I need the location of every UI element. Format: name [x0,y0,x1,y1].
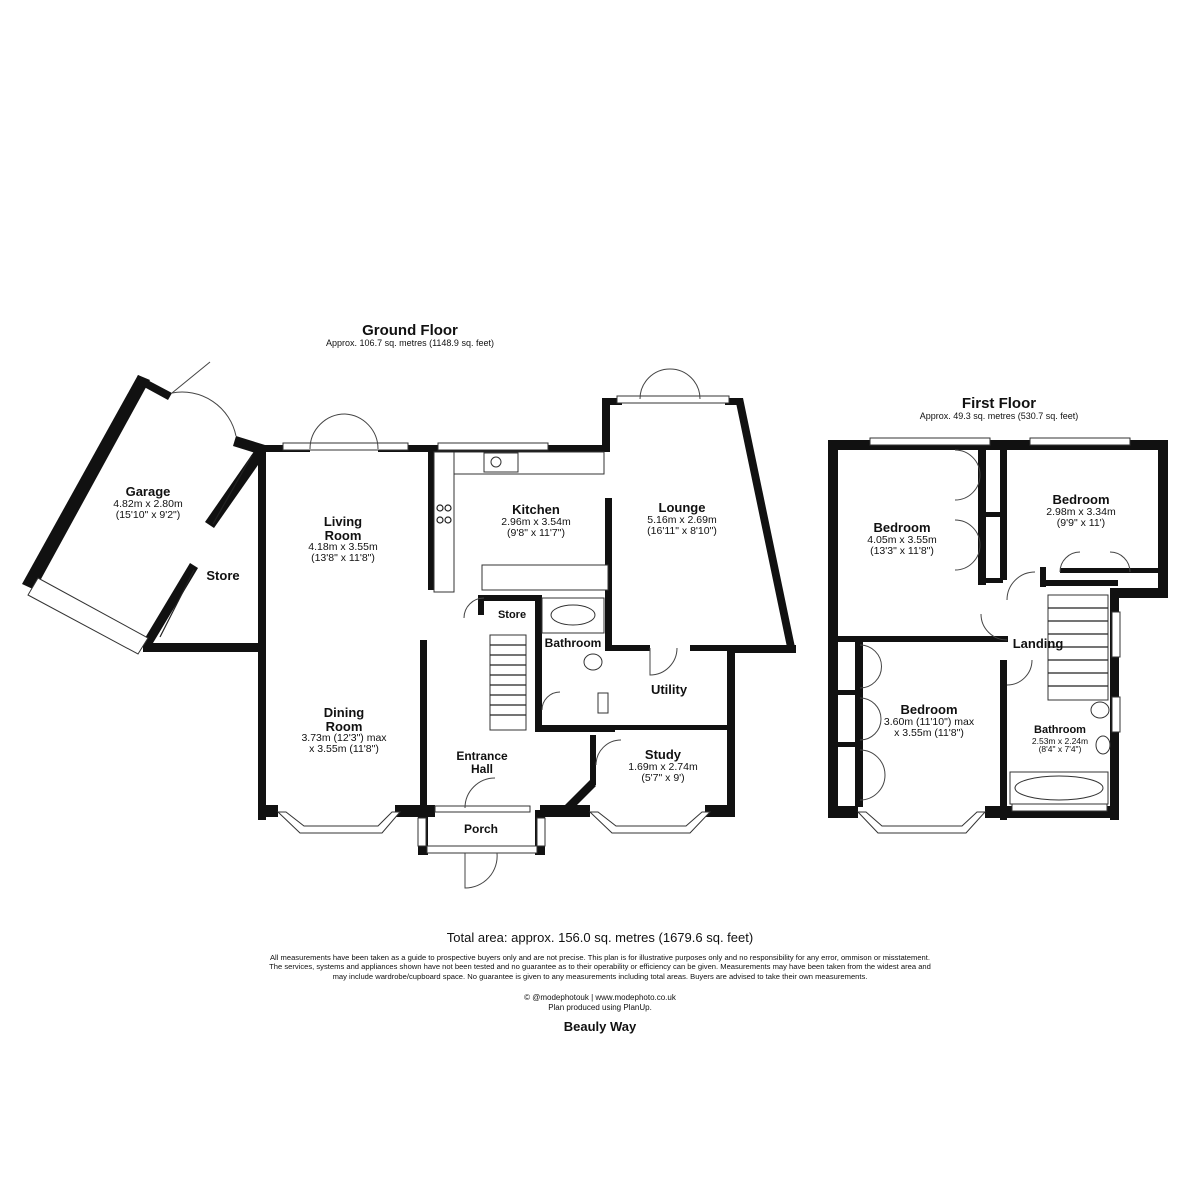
disclaimer-line-1: All measurements have been taken as a gu… [269,953,930,962]
ground-floor-area: Approx. 106.7 sq. metres (1148.9 sq. fee… [326,337,494,348]
room-dimension: 2.98m x 3.34m [1046,505,1116,518]
room-label-garage-store: Store [206,569,239,583]
porch-walls [417,777,546,889]
room-label-porch: Porch [464,823,498,836]
room-label-living-room: Living Room 4.18m x 3.55m (13'8" x 11'8"… [308,515,377,564]
room-dimension-imperial: (16'11" x 8'10") [647,524,717,537]
room-label-kitchen: Kitchen 2.96m x 3.54m (9'8" x 11'7") [501,503,570,539]
credit-line-2: Plan produced using PlanUp. [548,1003,652,1013]
room-dimension: 2.53m x 2.24m [1031,735,1089,746]
room-label-dining-room: Dining Room 3.73m (12'3") max x 3.55m (1… [301,706,386,755]
ground-floor-heading: Ground Floor [362,322,458,339]
ground-fixtures [433,451,678,766]
first-floor-title: First Floor Approx. 49.3 sq. metres (530… [920,396,1079,421]
first-floor-plan [828,437,1168,834]
room-label-landing: Landing [1013,637,1064,651]
room-label-ground-bathroom: Bathroom [545,637,602,650]
room-label-bedroom-2: Bedroom 2.98m x 3.34m (9'9" x 11') [1046,493,1115,529]
room-label-bedroom-1: Bedroom 4.05m x 3.55m (13'3" x 11'8") [867,521,936,557]
room-dimension: 3.73m (12'3") max [301,732,387,745]
room-name: Porch [463,822,499,836]
first-floor-area: Approx. 49.3 sq. metres (530.7 sq. feet) [919,410,1079,421]
room-name: Dining [323,705,365,720]
room-dimension: 4.82m x 2.80m [113,497,183,510]
room-dimension: 2.96m x 3.54m [501,515,571,528]
room-label-utility: Utility [651,683,687,697]
room-dimension: 3.60m (11'10") max [883,715,975,728]
room-dimension: 1.69m x 2.74m [628,760,698,773]
ground-floor-plan [22,361,796,889]
first-internal-walls [828,445,1160,820]
room-dimension-imperial: (9'8" x 11'7") [507,526,565,539]
room-dimension-imperial: (13'3" x 11'8") [870,544,934,557]
room-name: Entrance [456,749,508,763]
room-name-line2: Room [325,718,363,734]
room-name: Kitchen [512,502,560,517]
room-name: Landing [1012,636,1064,651]
room-name: Bedroom [873,520,931,535]
room-name: Study [644,747,682,762]
credit: © @modephotouk | www.modephoto.co.uk Pla… [0,993,1200,1014]
room-label-entrance-hall: Entrance Hall [456,750,507,775]
disclaimer-line-2: The services, systems and appliances sho… [269,962,931,972]
room-dimension-imperial: (8'4" x 7'4") [1038,744,1082,755]
ground-bay-windows [276,811,712,834]
room-dimension: 4.18m x 3.55m [308,541,378,554]
room-dimension-imperial: x 3.55m (11'8") [894,726,964,739]
total-area: Total area: approx. 156.0 sq. metres (16… [446,930,754,945]
first-fixtures [859,449,1131,805]
room-dimension-imperial: (13'8" x 11'8") [311,552,375,565]
room-name: Living [323,514,363,529]
first-floor-heading: First Floor [961,395,1037,412]
disclaimer-line-3: may include wardrobe/cupboard space. No … [332,971,868,981]
room-name: Lounge [658,500,706,515]
room-name: Utility [650,682,688,697]
room-label-lounge: Lounge 5.16m x 2.69m (16'11" x 8'10") [647,501,717,537]
room-name: Garage [125,484,171,499]
disclaimer: All measurements have been taken as a gu… [210,953,990,981]
room-name-line2: Hall [470,761,494,776]
room-label-garage: Garage 4.82m x 2.80m (15'10" x 9'2") [113,485,182,521]
room-name-line2: Room [324,527,362,543]
room-dimension-imperial: (15'10" x 9'2") [115,508,181,521]
room-name: Bathroom [1034,724,1086,736]
room-dimension: 5.16m x 2.69m [647,513,717,526]
room-name: Store [206,568,240,583]
room-name: Bedroom [1052,492,1110,507]
room-name: Store [497,609,527,621]
room-label-first-bathroom: Bathroom 2.53m x 2.24m (8'4" x 7'4") [1031,724,1089,755]
first-outer-walls [828,437,1168,834]
room-dimension-imperial: (5'7" x 9') [641,771,685,784]
room-dimension-imperial: x 3.55m (11'8") [309,743,379,756]
room-dimension: 4.05m x 3.55m [867,533,937,546]
room-name: Bathroom [544,636,602,650]
property-name: Beauly Way [563,1019,637,1034]
room-label-study: Study 1.69m x 2.74m (5'7" x 9') [628,748,697,784]
room-label-bedroom-3: Bedroom 3.60m (11'10") max x 3.55m (11'8… [884,703,974,739]
ground-outer-walls [258,368,796,820]
room-name: Bedroom [900,702,958,717]
ground-floor-title: Ground Floor Approx. 106.7 sq. metres (1… [326,323,494,348]
garage-walls [22,361,265,655]
room-dimension-imperial: (9'9" x 11') [1056,516,1106,529]
room-label-hall-store: Store [497,609,527,622]
credit-line-1: © @modephotouk | www.modephoto.co.uk [524,993,676,1002]
